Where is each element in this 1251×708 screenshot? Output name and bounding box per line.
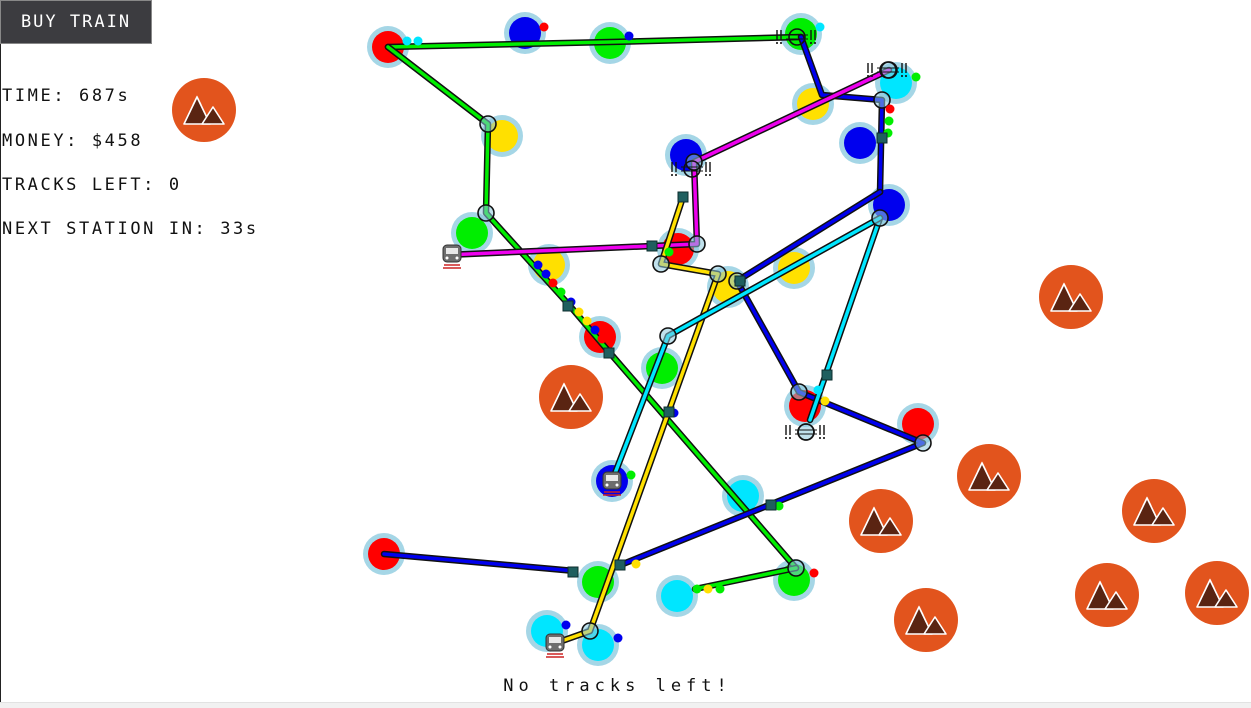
passenger-dot-green <box>911 72 921 82</box>
passenger-dot-blue <box>541 269 551 279</box>
congestion-marker-icon <box>867 61 907 79</box>
track-junction[interactable] <box>709 265 727 283</box>
mountain-icon <box>1133 496 1175 526</box>
train-wagon[interactable] <box>567 566 579 578</box>
track-junction[interactable] <box>914 434 932 452</box>
mountain-icon <box>860 506 902 536</box>
train-wagon[interactable] <box>734 275 746 287</box>
passenger-dot-yellow <box>574 307 584 317</box>
passenger-dot-cyan <box>813 385 823 395</box>
passenger-dot-red <box>809 568 819 578</box>
station-green[interactable] <box>451 212 493 254</box>
train-wagon[interactable] <box>821 369 833 381</box>
passenger-dot-blue <box>624 31 634 41</box>
track-junction[interactable] <box>581 622 599 640</box>
passenger-dot-red <box>539 22 549 32</box>
train-wagon[interactable] <box>765 499 777 511</box>
mountain-icon <box>968 461 1010 491</box>
train-icon[interactable] <box>545 633 565 658</box>
station-blue[interactable] <box>839 122 881 164</box>
track-junction[interactable] <box>873 91 891 109</box>
track-blue[interactable] <box>382 552 577 573</box>
passenger-dot-blue <box>561 620 571 630</box>
mountain-icon <box>1050 282 1092 312</box>
passenger-dot-green <box>664 247 674 257</box>
tracks-left-readout: TRACKS LEFT: 0 <box>2 175 182 195</box>
passenger-dot-red <box>885 104 895 114</box>
train-wagon[interactable] <box>677 191 689 203</box>
passenger-dot-green <box>692 584 702 594</box>
station-cyan[interactable] <box>722 475 764 517</box>
track-magenta[interactable] <box>444 68 891 257</box>
train-wagon[interactable] <box>876 132 888 144</box>
track-junction[interactable] <box>871 209 889 227</box>
train-icon[interactable] <box>442 244 462 269</box>
mountain-obstacle <box>1039 265 1103 329</box>
track-junction[interactable] <box>787 559 805 577</box>
passenger-dot-green <box>626 470 636 480</box>
status-message: No tracks left! <box>503 676 732 696</box>
congestion-marker-icon <box>776 28 816 46</box>
passenger-dot-yellow <box>631 559 641 569</box>
mountain-icon <box>183 95 225 125</box>
congestion-marker-icon <box>671 160 711 178</box>
time-readout: TIME: 687s <box>2 86 131 106</box>
passenger-dot-blue <box>533 260 543 270</box>
passenger-dot-yellow <box>703 584 713 594</box>
track-green[interactable] <box>386 45 798 570</box>
train-wagon[interactable] <box>646 240 658 252</box>
map-left-border <box>0 0 1 707</box>
track-junction[interactable] <box>479 115 497 133</box>
passenger-dot-red <box>548 278 558 288</box>
bottom-strip <box>0 702 1251 708</box>
mountain-obstacle <box>894 588 958 652</box>
passenger-dot-green <box>884 116 894 126</box>
station-cyan[interactable] <box>656 575 698 617</box>
passenger-dot-green <box>774 501 784 511</box>
track-green[interactable] <box>693 566 798 591</box>
passenger-dot-yellow <box>582 316 592 326</box>
passenger-dot-cyan <box>815 22 825 32</box>
passenger-dot-green <box>715 584 725 594</box>
mountain-obstacle <box>1075 563 1139 627</box>
station-blue[interactable] <box>504 12 546 54</box>
train-wagon[interactable] <box>603 347 615 359</box>
passenger-dot-blue <box>613 633 623 643</box>
mountain-obstacle <box>172 78 236 142</box>
track-blue[interactable] <box>799 35 884 194</box>
passenger-dot-green <box>556 287 566 297</box>
mountain-icon <box>1086 580 1128 610</box>
mountain-obstacle <box>1185 561 1249 625</box>
train-icon[interactable] <box>602 471 622 496</box>
mountain-obstacle <box>849 489 913 553</box>
train-wagon[interactable] <box>562 300 574 312</box>
passenger-dot-blue <box>590 325 600 335</box>
mountain-obstacle <box>1122 479 1186 543</box>
buy-train-button[interactable]: BUY TRAIN <box>0 0 152 44</box>
next-station-readout: NEXT STATION IN: 33s <box>2 219 259 239</box>
passenger-dot-yellow <box>820 396 830 406</box>
money-readout: MONEY: $458 <box>2 131 144 151</box>
passenger-dot-red <box>597 334 607 344</box>
mountain-icon <box>905 605 947 635</box>
track-cyan[interactable] <box>808 216 882 422</box>
congestion-marker-icon <box>785 423 825 441</box>
mountain-icon <box>1196 578 1238 608</box>
mountain-icon <box>550 382 592 412</box>
passenger-dot-cyan <box>413 36 423 46</box>
track-junction[interactable] <box>652 255 670 273</box>
mountain-obstacle <box>539 365 603 429</box>
passenger-dot-cyan <box>402 36 412 46</box>
train-wagon[interactable] <box>614 559 626 571</box>
track-junction[interactable] <box>790 383 808 401</box>
track-green[interactable] <box>386 35 803 49</box>
track-junction[interactable] <box>688 235 706 253</box>
train-wagon[interactable] <box>663 406 675 418</box>
track-junction[interactable] <box>477 204 495 222</box>
mountain-obstacle <box>957 444 1021 508</box>
track-junction[interactable] <box>659 327 677 345</box>
